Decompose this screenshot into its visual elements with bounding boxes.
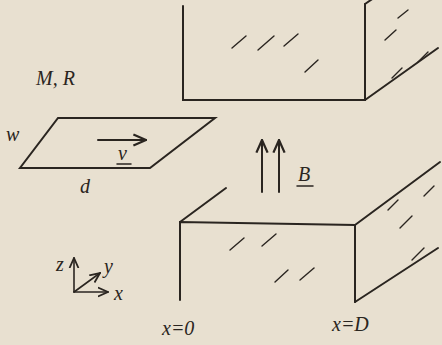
upper-magnet-edge	[365, 48, 438, 100]
lower-magnet-edge	[355, 162, 440, 225]
axis	[74, 273, 100, 292]
vector-underline	[297, 185, 313, 187]
axis	[74, 291, 108, 293]
upper-magnet-edge	[365, 0, 400, 4]
lower-magnet-edge	[355, 248, 438, 302]
vector-label: v	[118, 143, 127, 163]
plate	[20, 118, 215, 168]
part-label: M, R	[36, 68, 75, 88]
position-label: x=0	[162, 318, 194, 338]
field-arrow	[278, 140, 280, 192]
dimension-label: d	[80, 176, 90, 196]
lower-magnet-edge	[180, 188, 226, 222]
axis-label: x	[114, 283, 123, 303]
upper-magnet	[183, 4, 365, 100]
position-label: x=D	[332, 314, 369, 334]
lower-magnet	[180, 222, 355, 302]
hatching	[230, 186, 434, 282]
velocity-arrow	[98, 139, 146, 141]
dimension-label: w	[6, 124, 19, 144]
field-arrow	[261, 140, 263, 192]
hatching	[232, 10, 428, 78]
axis	[73, 258, 75, 292]
vector-underline	[117, 163, 131, 165]
axis-label: y	[104, 256, 113, 276]
axis-label: z	[56, 254, 64, 274]
vector-label: B	[298, 164, 310, 184]
